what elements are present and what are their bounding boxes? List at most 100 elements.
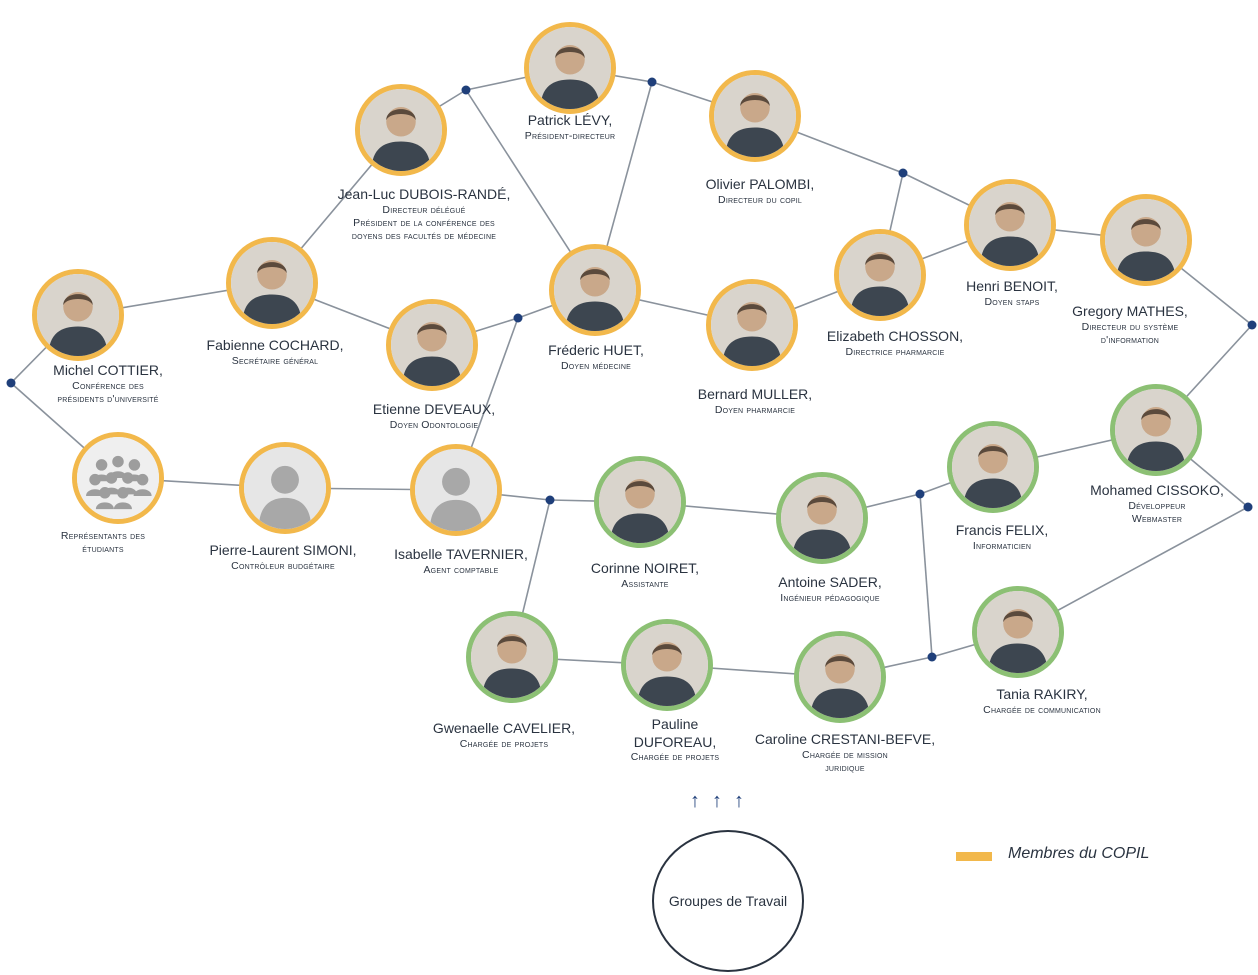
junction-dot (513, 313, 523, 323)
person-label-tavernier: Isabelle TAVERNIER,Agent comptable (394, 546, 528, 577)
junction-dot (898, 168, 908, 178)
person-label-levy: Patrick LÉVY,Président-directeur (525, 112, 616, 143)
person-silhouette-icon (244, 447, 326, 529)
avatar-etudiants (72, 432, 164, 524)
person-name: Patrick LÉVY, (527, 112, 613, 128)
person-label-noiret: Corinne NOIRET,Assistante (591, 560, 699, 591)
person-role: Ingénieur pédagogique (780, 591, 880, 604)
junction-dot (647, 77, 657, 87)
person-name: Gregory MATHES, (1072, 303, 1188, 319)
person-name: Gwenaelle CAVELIER, (432, 720, 576, 736)
avatar-rakiry (972, 586, 1064, 678)
person-role: Secrétaire général (231, 354, 319, 367)
person-name: Francis FELIX, (955, 522, 1049, 538)
person-role: Doyen Odontologie (389, 418, 479, 431)
avatar-tavernier (410, 444, 502, 536)
person-role: Directeur délégué (382, 203, 466, 216)
person-name: Pierre-Laurent SIMONI, (209, 542, 357, 558)
person-name: Etienne DEVEAUX, (372, 401, 496, 417)
portrait-photo (37, 274, 119, 356)
junction-dot (6, 378, 16, 388)
avatar-chosson (834, 229, 926, 321)
person-role: Conférence des (72, 379, 144, 392)
person-role: Webmaster (1131, 512, 1183, 525)
person-name: Corinne NOIRET, (590, 560, 700, 576)
portrait-photo (231, 242, 313, 324)
junction-dot (915, 489, 925, 499)
people-group-icon (77, 437, 159, 519)
person-label-rakiry: Tania RAKIRY,Chargée de communication (983, 686, 1101, 717)
avatar-palombi (709, 70, 801, 162)
person-role: Président de la conférence des (353, 216, 495, 229)
junction-dot (1243, 502, 1253, 512)
person-name: Henri BENOIT, (966, 278, 1058, 294)
person-label-cochard: Fabienne COCHARD,Secrétaire général (207, 337, 344, 368)
avatar-simoni (239, 442, 331, 534)
person-role: Informaticien (972, 539, 1032, 552)
portrait-photo (781, 477, 863, 559)
person-label-deveaux: Etienne DEVEAUX,Doyen Odontologie (373, 401, 495, 432)
portrait-photo (969, 184, 1051, 266)
person-role: Directeur du copil (718, 193, 802, 206)
avatar-mathes (1100, 194, 1192, 286)
person-name: Caroline CRESTANI-BEFVE, (754, 731, 936, 747)
avatar-levy (524, 22, 616, 114)
person-role: Développeur (1128, 499, 1186, 512)
avatar-dubois (355, 84, 447, 176)
avatar-duforeau (621, 619, 713, 711)
person-name: Fréderic HUET, (548, 342, 644, 358)
person-name: Fabienne COCHARD, (206, 337, 344, 353)
avatar-cissoko (1110, 384, 1202, 476)
avatar-cochard (226, 237, 318, 329)
person-role: Représentants des (60, 530, 146, 542)
person-role: Chargée de projets (459, 737, 549, 750)
person-role: Assistante (621, 577, 669, 590)
avatar-huet (549, 244, 641, 336)
portrait-photo (952, 426, 1034, 508)
person-name: Elizabeth CHOSSON, (826, 328, 964, 344)
avatar-benoit (964, 179, 1056, 271)
person-label-crestani: Caroline CRESTANI-BEFVE,Chargée de missi… (755, 731, 935, 775)
person-role: présidents d'université (57, 392, 159, 405)
person-silhouette-icon (415, 449, 497, 531)
junction-dot (927, 652, 937, 662)
avatar-muller (706, 279, 798, 371)
avatar-cavelier (466, 611, 558, 703)
portrait-photo (1115, 389, 1197, 471)
legend-label: Membres du COPIL (1008, 845, 1150, 862)
portrait-photo (360, 89, 442, 171)
person-name: Pauline (651, 716, 699, 732)
portrait-photo (529, 27, 611, 109)
person-role: étudiants (82, 543, 124, 556)
avatar-felix (947, 421, 1039, 513)
portrait-photo (599, 461, 681, 543)
person-name: Michel COTTIER, (53, 362, 163, 378)
person-name: Olivier PALOMBI, (705, 176, 815, 192)
portrait-photo (977, 591, 1059, 673)
person-role: Agent comptable (423, 563, 499, 576)
person-label-huet: Fréderic HUET,Doyen médecine (548, 342, 644, 373)
person-role: Doyen staps (984, 295, 1040, 308)
portrait-photo (471, 616, 553, 698)
person-label-muller: Bernard MULLER,Doyen pharmarcie (698, 386, 812, 417)
person-name: Jean-Luc DUBOIS-RANDÉ, (337, 186, 511, 202)
groupes-de-travail-label: Groupes de Travail (668, 893, 788, 909)
groupes-de-travail-circle: Groupes de Travail (652, 830, 804, 972)
arrow-up-icon: ↑ (734, 790, 744, 812)
person-label-cavelier: Gwenaelle CAVELIER,Chargée de projets (433, 720, 575, 751)
person-label-simoni: Pierre-Laurent SIMONI,Contrôleur budgéta… (209, 542, 356, 573)
avatar-sader (776, 472, 868, 564)
person-role: juridique (825, 761, 865, 774)
portrait-photo (554, 249, 636, 331)
person-role: Chargée de communication (983, 703, 1101, 716)
portrait-photo (1105, 199, 1187, 281)
person-label-chosson: Elizabeth CHOSSON,Directrice pharmarcie (827, 328, 963, 359)
person-role: Chargée de mission (802, 748, 888, 761)
person-role: d'information (1100, 333, 1160, 346)
junction-dots (6, 77, 1257, 662)
person-name: Isabelle TAVERNIER, (394, 546, 528, 562)
avatar-deveaux (386, 299, 478, 391)
